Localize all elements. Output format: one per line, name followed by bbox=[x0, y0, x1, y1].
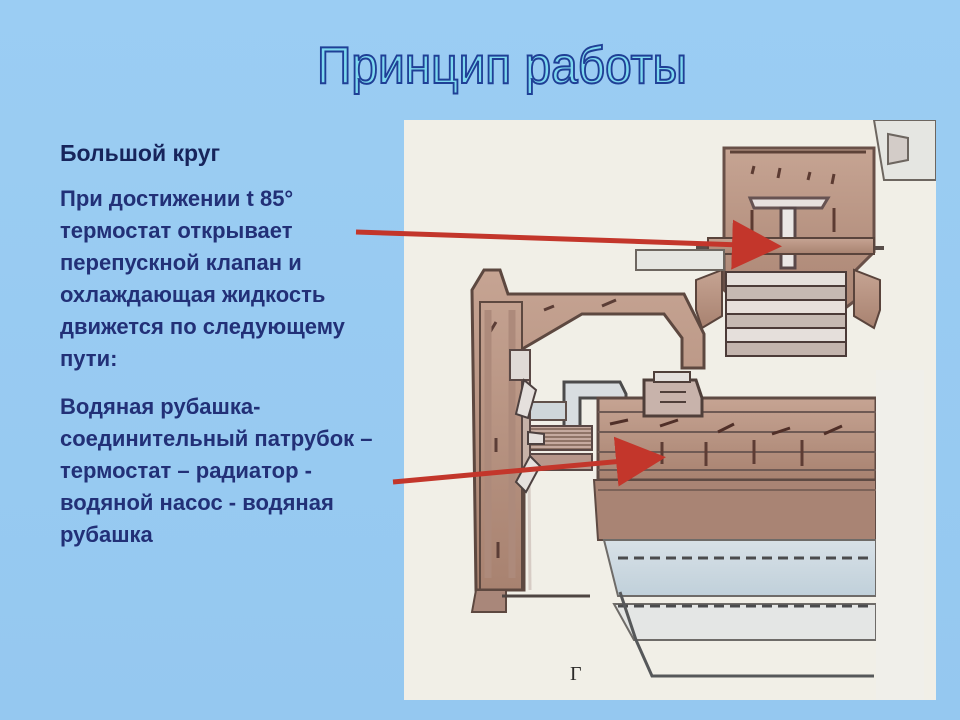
slide-title: Принцип работы bbox=[316, 36, 688, 96]
text-content: Большой круг При достижении t 85° термос… bbox=[60, 137, 450, 551]
section-heading: Большой круг bbox=[60, 140, 221, 166]
diagram-label: Г bbox=[570, 663, 582, 685]
cooling-system-illustration: Г bbox=[404, 120, 936, 700]
description-paragraph: При достижении t 85° термостат открывает… bbox=[60, 186, 345, 371]
coolant-path-paragraph: Водяная рубашка- соединительный патрубок… bbox=[60, 394, 373, 547]
cooling-system-diagram: Г bbox=[404, 120, 936, 700]
